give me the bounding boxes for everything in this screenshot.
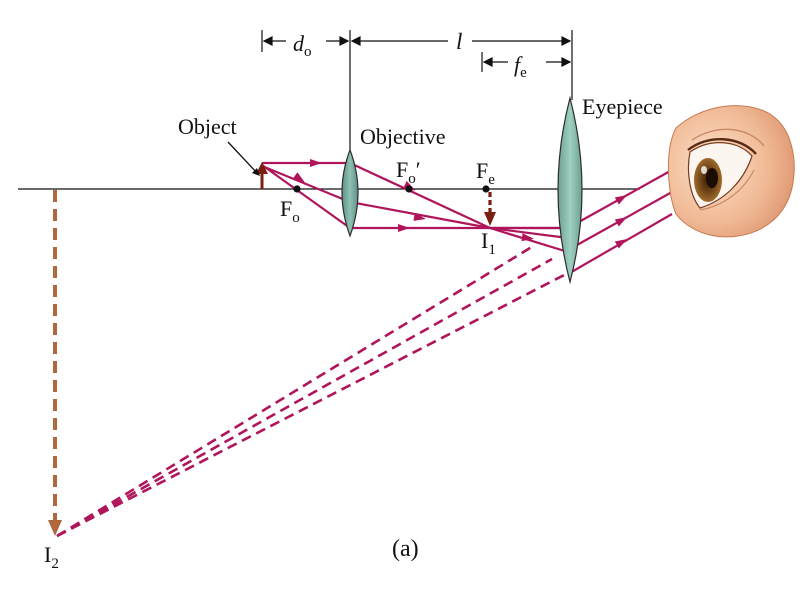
object-arrow xyxy=(256,162,268,189)
intermediate-image-arrow xyxy=(484,192,496,226)
figure-label: (a) xyxy=(392,536,419,562)
virtual-image-arrow xyxy=(48,190,62,536)
focal-eyepiece-label: Fe xyxy=(476,158,495,188)
image-1-label: I1 xyxy=(481,228,496,258)
ray-direction-arrowheads xyxy=(292,159,628,249)
focal-point-objective-prime xyxy=(405,185,413,193)
focal-objective-prime-label: Fo′ xyxy=(396,157,421,187)
focal-point-objective xyxy=(293,185,301,193)
dimension-markers xyxy=(261,30,573,150)
light-rays xyxy=(261,161,673,275)
lens-separation-label: l xyxy=(456,29,462,54)
focal-point-eyepiece xyxy=(482,185,490,193)
object-distance-label: do xyxy=(293,31,312,60)
object-pointer xyxy=(227,141,260,176)
focal-objective-label: Fo xyxy=(280,196,300,226)
objective-lens xyxy=(341,148,359,238)
eyepiece-lens xyxy=(557,95,583,285)
object-label: Object xyxy=(178,114,237,139)
image-2-label: I2 xyxy=(44,542,59,572)
eyepiece-focal-length-label: fe xyxy=(514,52,527,81)
eye-icon xyxy=(668,105,795,238)
eyepiece-label: Eyepiece xyxy=(582,94,663,119)
virtual-ray-extensions xyxy=(56,243,571,538)
objective-label: Objective xyxy=(360,124,446,149)
